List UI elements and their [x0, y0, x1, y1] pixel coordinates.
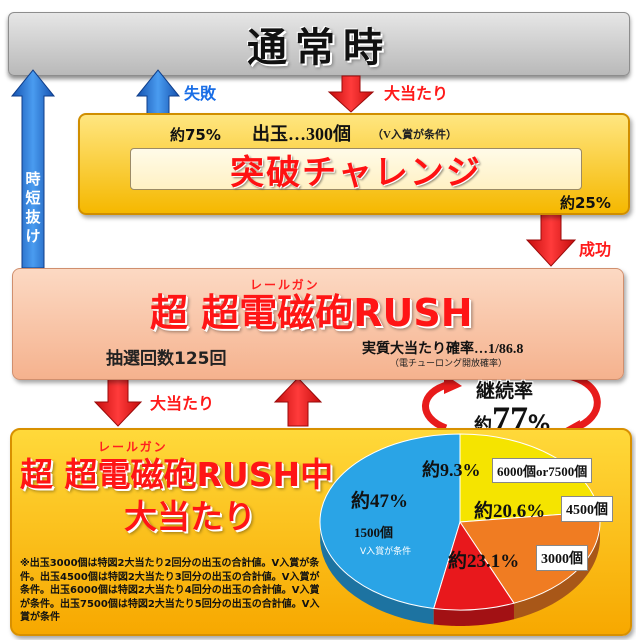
hit-title-line1: 超 超電磁砲RUSH中	[20, 448, 333, 496]
railgun-rush-box	[12, 268, 624, 380]
slice-label-93: 約9.3%	[422, 460, 481, 480]
hit-down-arrow-top	[327, 75, 375, 113]
challenge-title: 突破チャレンジ	[230, 152, 482, 193]
normal-state-box: 通常時	[8, 12, 630, 76]
challenge-payout-note: （V入賞が条件）	[372, 129, 457, 141]
slice-payout-1500: 1500個	[354, 525, 394, 540]
rush-ruby: レールガン	[250, 278, 320, 292]
hit-title-main: 超電磁砲RUSH中	[64, 455, 334, 494]
jitan-nuke-label: 時短抜け	[25, 170, 41, 245]
slice-payout-3000: 3000個	[536, 545, 588, 571]
hit-title-prefix: 超	[20, 455, 53, 494]
rush-title: 超 超電磁砲RUSH	[150, 282, 473, 337]
slice-label-231: 約23.1%	[448, 551, 520, 572]
rush-title-prefix: 超	[150, 291, 189, 335]
pie-slice-3	[433, 520, 515, 611]
approx75-label: 約75%	[170, 126, 221, 144]
hit-down-arrow-mid	[93, 377, 143, 427]
slice-payout-6000-7500: 6000個or7500個	[492, 458, 593, 483]
approx25-label: 約25%	[560, 194, 611, 212]
hit-label-top: 大当たり	[384, 84, 449, 103]
fail-label: 失敗	[184, 84, 217, 103]
slice-label-206: 約20.6%	[474, 501, 546, 522]
jitan-up-arrow	[10, 69, 56, 269]
normal-state-title: 通常時	[247, 25, 391, 71]
success-label: 成功	[579, 240, 612, 259]
continuation-label: 継続率	[476, 380, 534, 402]
hit-ruby: レールガン	[98, 440, 168, 454]
pie-slice-side-3	[433, 603, 514, 626]
pie-slice-side-0	[320, 526, 434, 625]
return-up-arrow	[273, 377, 323, 427]
challenge-title-bar: 突破チャレンジ	[130, 148, 582, 193]
rush-spin-count: 抽選回数125回	[106, 349, 227, 369]
pie-slice-side-2	[513, 522, 600, 620]
slice-sub-1500: V入賞が条件	[360, 547, 412, 557]
hit-label-mid: 大当たり	[150, 394, 215, 413]
continuation-curve-left	[422, 380, 452, 432]
hit-title-line2: 大当たり	[124, 497, 256, 536]
pie-slice-0	[319, 433, 461, 609]
slice-label-47: 約47%	[351, 491, 409, 512]
rush-title-main: 超電磁砲RUSH	[201, 291, 473, 335]
payout-footnote: ※出玉3000個は特図2大当たり2回分の出玉の合計値。V入賞が条件。出玉4500…	[20, 558, 320, 623]
rush-probability-note: （電チューロング開放確率）	[390, 358, 508, 368]
challenge-payout: 出玉…300個	[252, 124, 351, 144]
rush-probability: 実質大当たり確率…1/86.8	[362, 342, 524, 357]
slice-payout-4500: 4500個	[561, 496, 613, 522]
